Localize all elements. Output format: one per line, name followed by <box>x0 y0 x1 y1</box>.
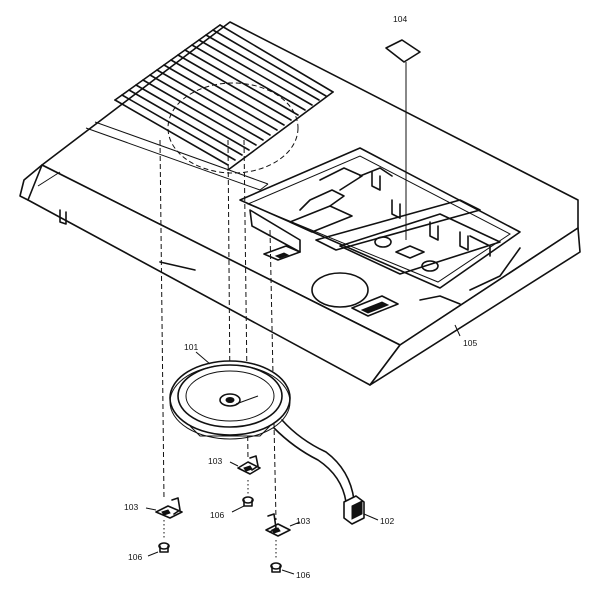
slot-front <box>351 295 399 317</box>
callout-103-middle: 103 <box>208 456 222 466</box>
housing-cover <box>19 21 581 386</box>
callout-104: 104 <box>393 14 407 24</box>
callout-105: 105 <box>463 338 477 348</box>
screw-left <box>158 542 170 553</box>
speaker-grille <box>114 24 334 171</box>
screw-right <box>270 562 282 573</box>
slot-left <box>263 245 301 261</box>
callout-106-left: 106 <box>128 552 142 562</box>
callout-101: 101 <box>184 342 198 352</box>
screw-middle <box>242 496 254 507</box>
bracket-middle <box>237 455 261 475</box>
round-opening <box>311 272 369 308</box>
speaker <box>169 360 291 440</box>
callout-103-right: 103 <box>296 516 310 526</box>
speaker-cable <box>281 419 355 501</box>
bracket-right <box>265 513 291 537</box>
bracket-left <box>155 497 183 519</box>
callout-106-right: 106 <box>296 570 310 580</box>
tape-compartment <box>239 147 521 289</box>
label-pad <box>385 39 421 63</box>
connector <box>343 495 365 525</box>
callout-103-left: 103 <box>124 502 138 512</box>
callout-106-middle: 106 <box>210 510 224 520</box>
callout-102: 102 <box>380 516 394 526</box>
